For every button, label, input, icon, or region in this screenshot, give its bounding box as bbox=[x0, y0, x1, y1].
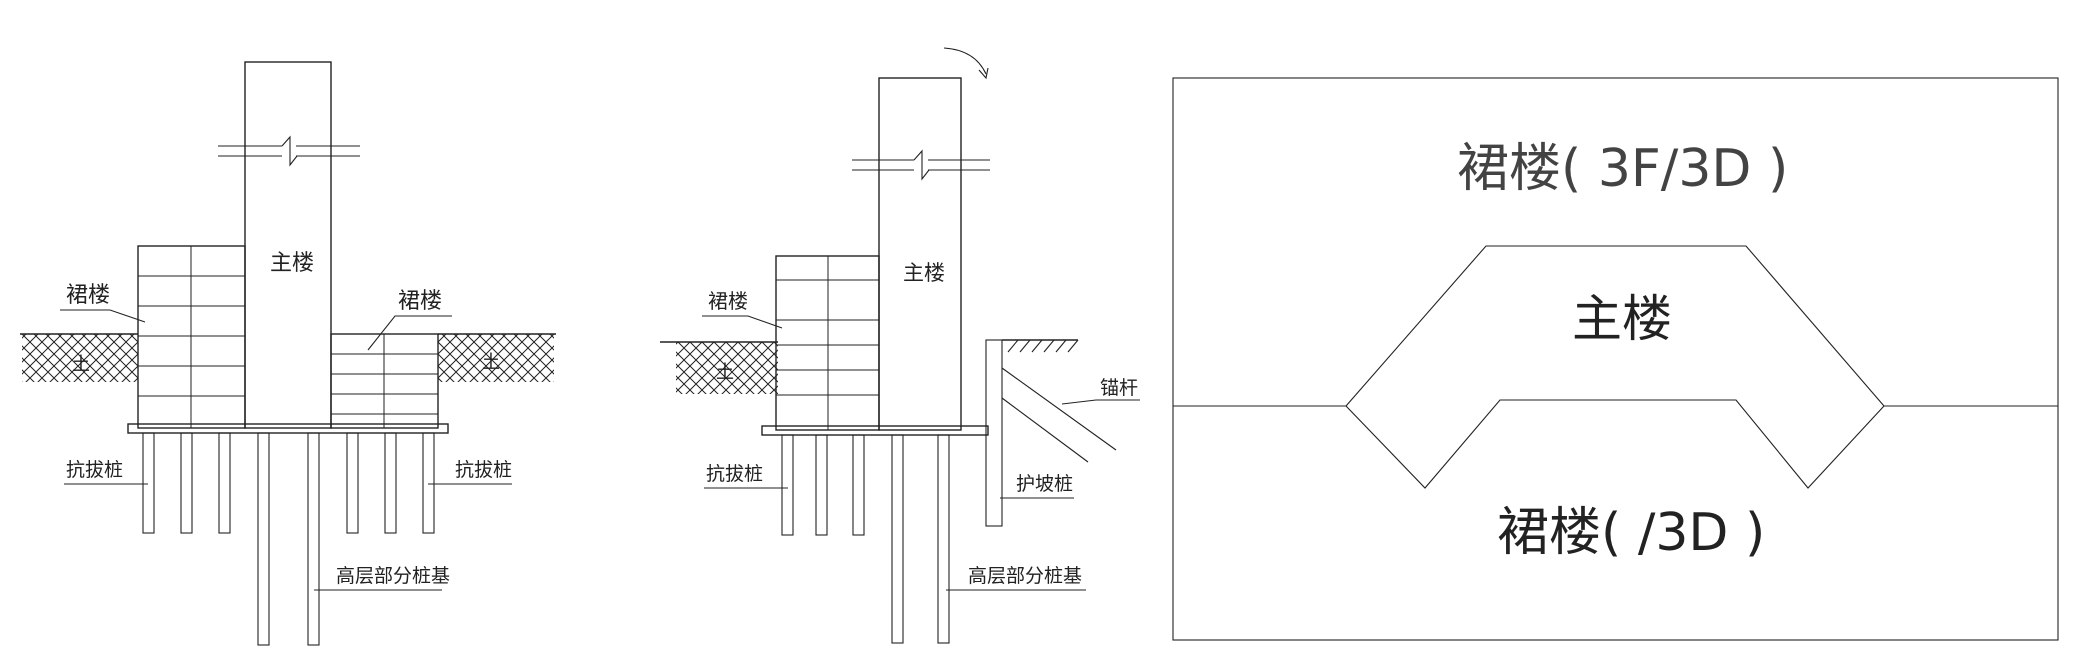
podium-right-label: 裙楼 bbox=[398, 289, 442, 314]
main-tower bbox=[878, 77, 962, 431]
anchor-rod bbox=[1001, 397, 1089, 463]
tall-pile bbox=[937, 434, 950, 644]
pile-right-label: 抗拔桩 bbox=[455, 459, 512, 481]
rotation-arrow-icon bbox=[943, 47, 989, 80]
soil-hatch bbox=[676, 342, 778, 394]
soil-left-label: 土 bbox=[72, 354, 90, 375]
bottom-podium-label: 裙楼( /3D ) bbox=[1497, 503, 1765, 563]
pile bbox=[180, 432, 193, 534]
main-building-plan bbox=[1345, 245, 1885, 489]
pile-foundation-label-2: 高层部分桩基 bbox=[968, 565, 1082, 587]
podium-label: 裙楼 bbox=[708, 289, 748, 313]
main-building-label: 主楼 bbox=[270, 251, 314, 276]
plan-frame bbox=[1172, 77, 2059, 641]
break-symbol-icon bbox=[218, 135, 360, 167]
anchor-rod bbox=[1001, 367, 1117, 451]
main-building-label: 主楼 bbox=[903, 261, 945, 285]
slope-pile-label: 护坡桩 bbox=[1016, 473, 1073, 495]
pile bbox=[422, 432, 435, 534]
diagram-2: 主楼 裙楼 土 抗拔桩 锚杆 护坡桩 高层部分桩基 bbox=[660, 47, 1140, 644]
tall-pile bbox=[891, 434, 904, 644]
foundation-slab-2 bbox=[761, 425, 989, 436]
anchor-label: 锚杆 bbox=[1100, 377, 1138, 399]
pile bbox=[781, 434, 794, 536]
pile bbox=[142, 432, 155, 534]
soil-right-label: 土 bbox=[482, 352, 500, 373]
main-building-plan-label: 主楼 bbox=[1572, 290, 1672, 348]
pile-foundation-label-1: 高层部分桩基 bbox=[336, 565, 450, 587]
pile-label: 抗拔桩 bbox=[706, 463, 763, 485]
pile bbox=[218, 432, 231, 534]
diagram-1: 主楼 裙楼 裙楼 土 土 抗拔桩 抗拔桩 高层部分桩基 bbox=[20, 61, 556, 646]
diagram-3: 裙楼( 3F/3D ) 主楼 裙楼( /3D ) bbox=[1172, 77, 2059, 641]
pile bbox=[852, 434, 865, 536]
pile bbox=[815, 434, 828, 536]
pile bbox=[384, 432, 397, 534]
break-symbol-icon bbox=[852, 149, 990, 181]
tall-pile bbox=[307, 432, 320, 646]
soil-left-hatch bbox=[22, 334, 138, 382]
tall-pile bbox=[257, 432, 270, 646]
pile bbox=[346, 432, 359, 534]
foundation-slab-1 bbox=[127, 423, 449, 434]
slope-pile bbox=[985, 339, 1003, 527]
pile-left-label: 抗拔桩 bbox=[66, 459, 123, 481]
main-tower bbox=[244, 61, 332, 429]
podium-left-label: 裙楼 bbox=[66, 283, 110, 308]
soil-label: 土 bbox=[716, 362, 734, 383]
soil-right-hatch bbox=[438, 334, 554, 382]
top-podium-label: 裙楼( 3F/3D ) bbox=[1457, 139, 1788, 199]
